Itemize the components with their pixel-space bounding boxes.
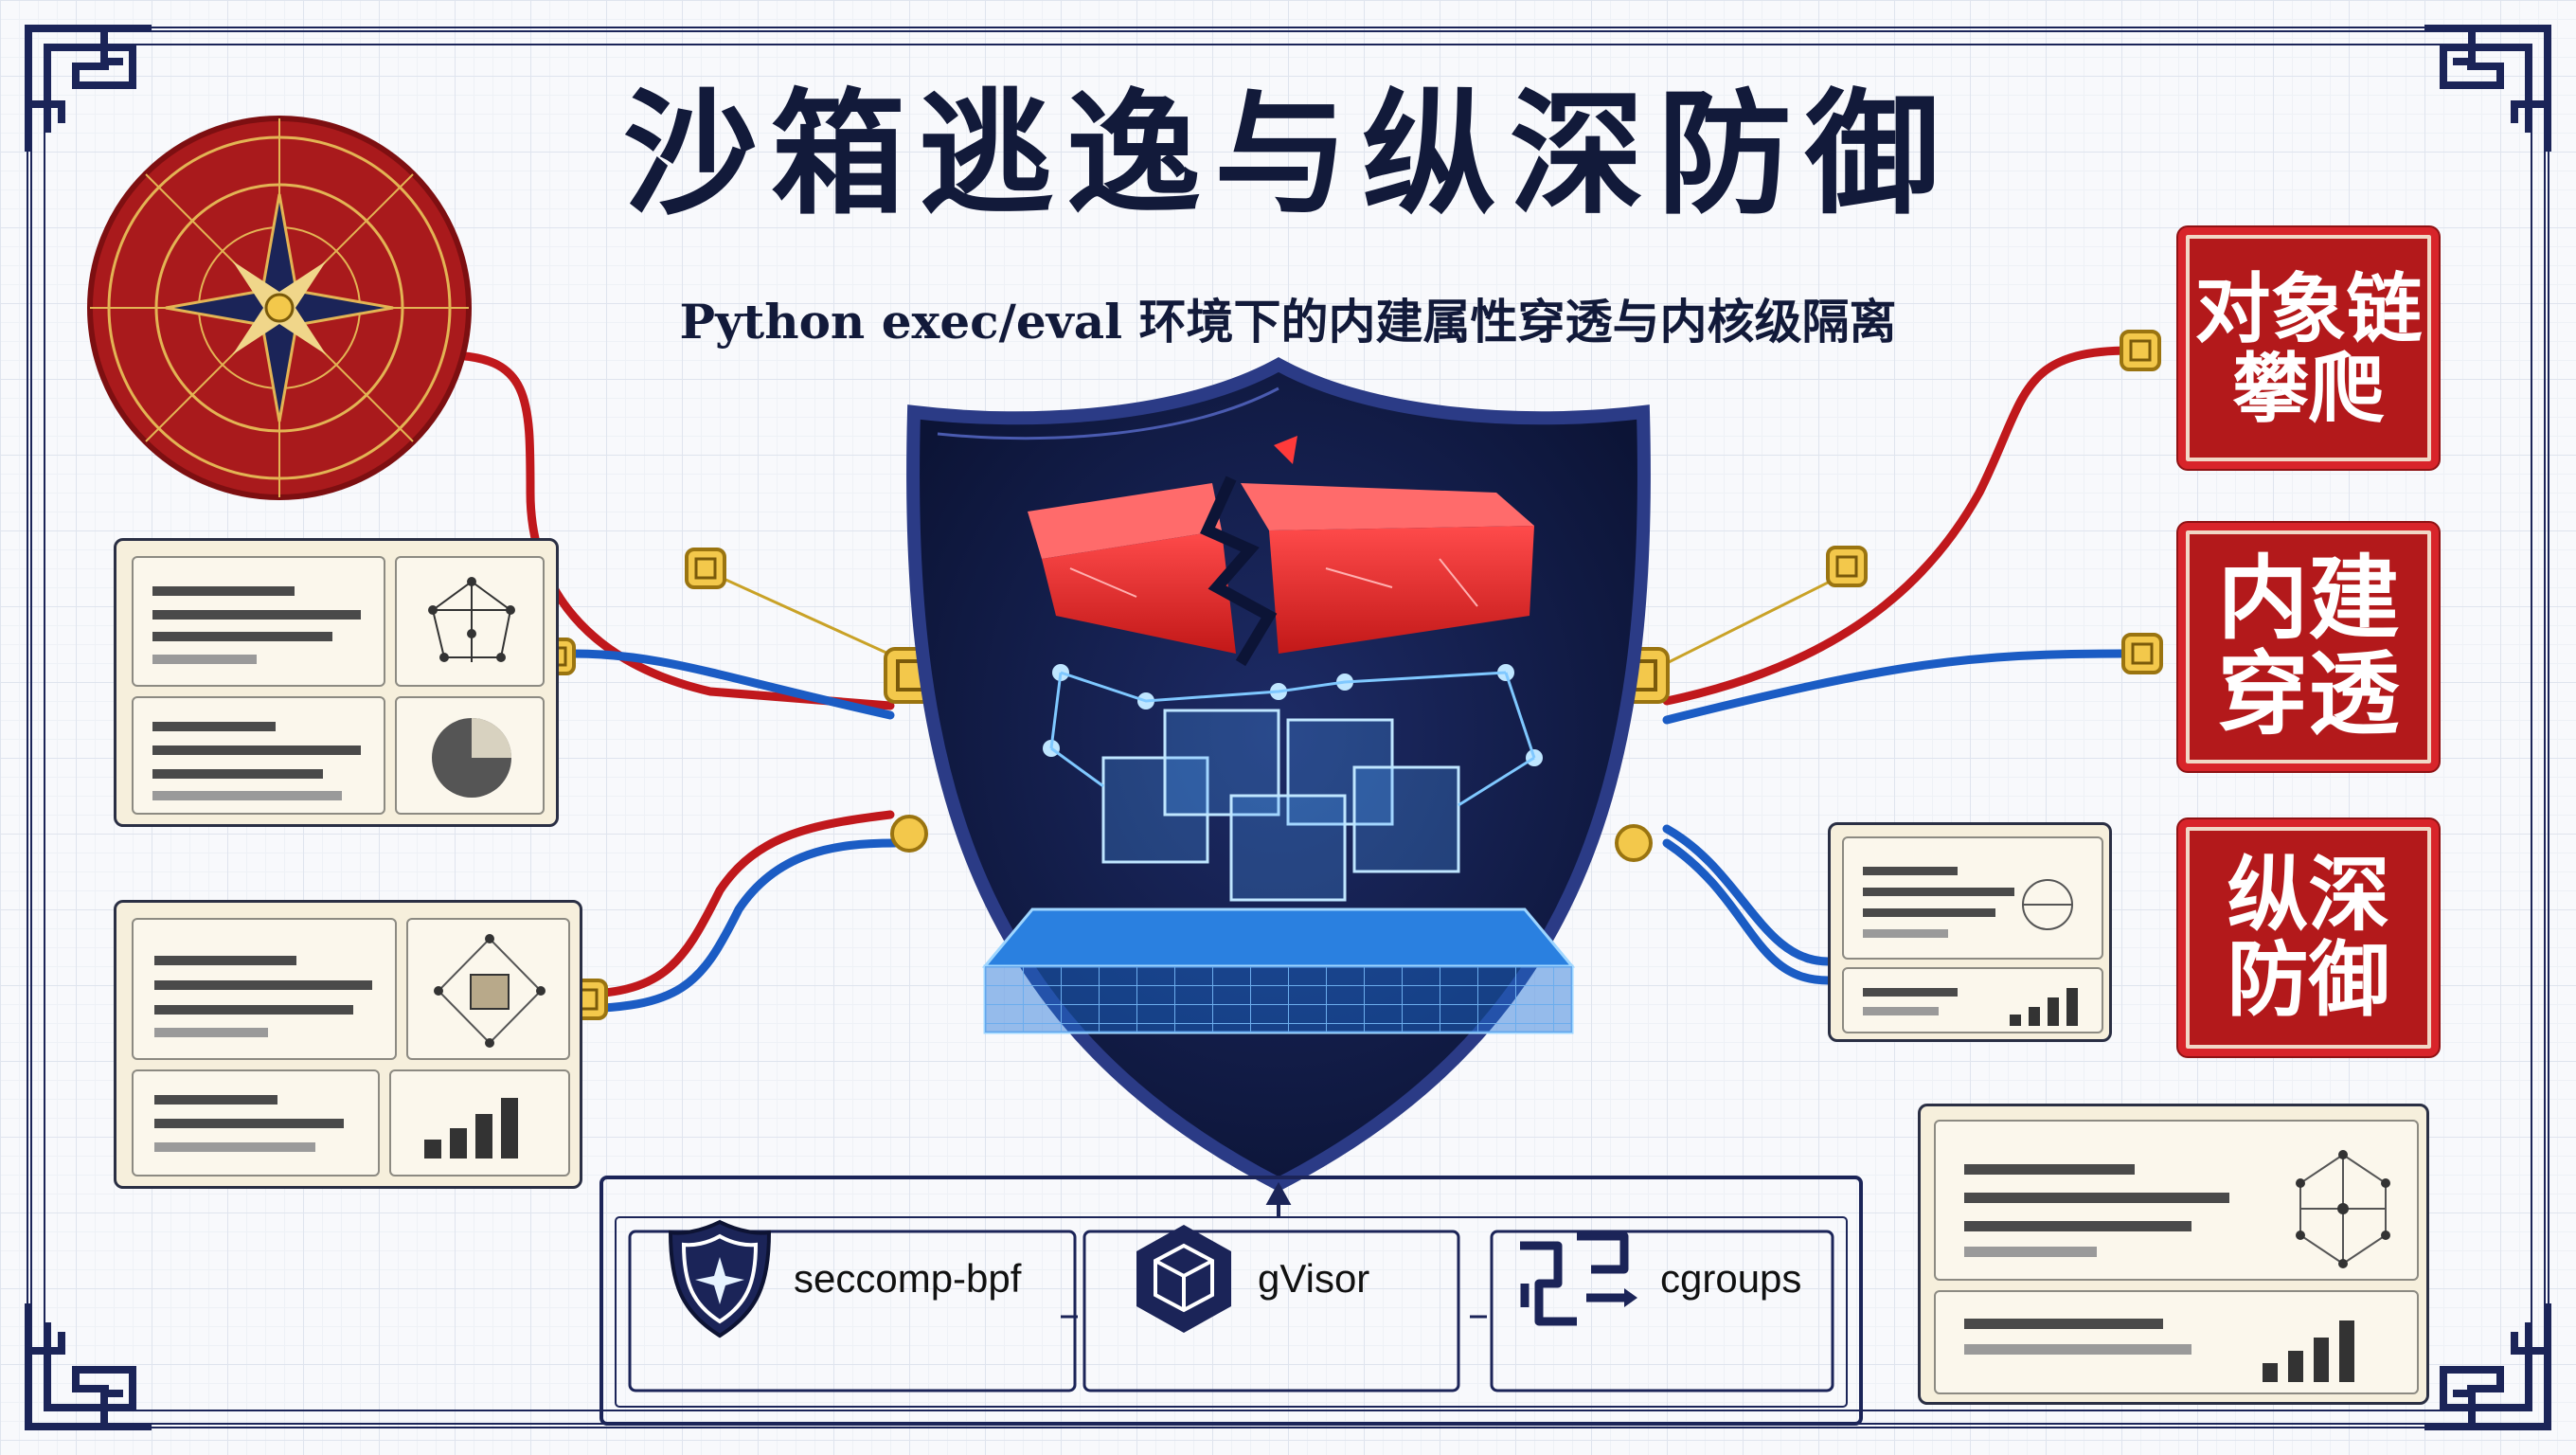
pie-chart-icon	[395, 696, 545, 815]
box-diagram-icon	[406, 918, 570, 1060]
seal-builtin-penetration: 内建 穿透	[2178, 523, 2439, 771]
text-lines-block	[1842, 836, 2103, 960]
bar-chart-icon	[389, 1069, 570, 1177]
corner-ornament-bottom-right	[2424, 1303, 2551, 1430]
text-lines-block	[132, 556, 385, 687]
bar-chart-icon	[1842, 967, 2103, 1033]
network-graph-icon	[395, 556, 545, 687]
text-lines-block	[132, 696, 385, 815]
seal-line: 纵深	[2227, 846, 2390, 943]
seal-line: 内建	[2217, 545, 2400, 653]
seal-object-chain: 对象链 攀爬	[2178, 227, 2439, 469]
cracked-red-block-icon	[1028, 436, 1534, 667]
cube-icon	[1136, 1225, 1231, 1333]
text-lines-block	[132, 918, 397, 1060]
glowing-cube-grid-icon	[981, 664, 1576, 1034]
tech-rail	[599, 1176, 1863, 1426]
shield-star-icon	[668, 1219, 772, 1338]
compass-icon	[87, 116, 472, 500]
corner-ornament-bottom-left	[25, 1303, 152, 1430]
seal-line: 穿透	[2217, 640, 2400, 747]
text-lines-block	[1934, 1120, 2419, 1281]
flow-blocks-icon	[1520, 1231, 1637, 1326]
page-title: 沙箱逃逸与纵深防御	[623, 76, 1953, 233]
seal-line: 对象链	[2194, 263, 2423, 353]
bar-chart-icon	[1934, 1290, 2419, 1394]
seal-line: 攀爬	[2232, 343, 2385, 433]
inner-frame	[44, 44, 2532, 1411]
tech-cgroups: cgroups	[1511, 1222, 1801, 1336]
info-panel-left-1	[114, 538, 559, 827]
tech-label-cgroups: cgroups	[1660, 1256, 1802, 1301]
page-subtitle: Python exec/eval 环境下的内建属性穿透与内核级隔离	[679, 294, 1897, 350]
tech-seccomp: seccomp-bpf	[663, 1219, 1022, 1338]
info-panel-left-2	[114, 900, 582, 1189]
seal-line: 防御	[2227, 932, 2390, 1028]
tech-label-gvisor: gVisor	[1258, 1256, 1370, 1301]
corner-ornament-top-left	[25, 25, 152, 152]
text-lines-block	[132, 1069, 380, 1177]
connector-wires-left	[440, 350, 900, 1014]
seal-defense-in-depth: 纵深 防御	[2178, 819, 2439, 1056]
info-panel-right-1	[1828, 822, 2112, 1042]
tech-label-seccomp: seccomp-bpf	[794, 1256, 1022, 1301]
connector-wires-right	[1662, 346, 2136, 985]
info-panel-right-2	[1918, 1104, 2429, 1405]
tech-gvisor: gVisor	[1127, 1222, 1369, 1336]
corner-ornament-top-right	[2424, 25, 2551, 152]
